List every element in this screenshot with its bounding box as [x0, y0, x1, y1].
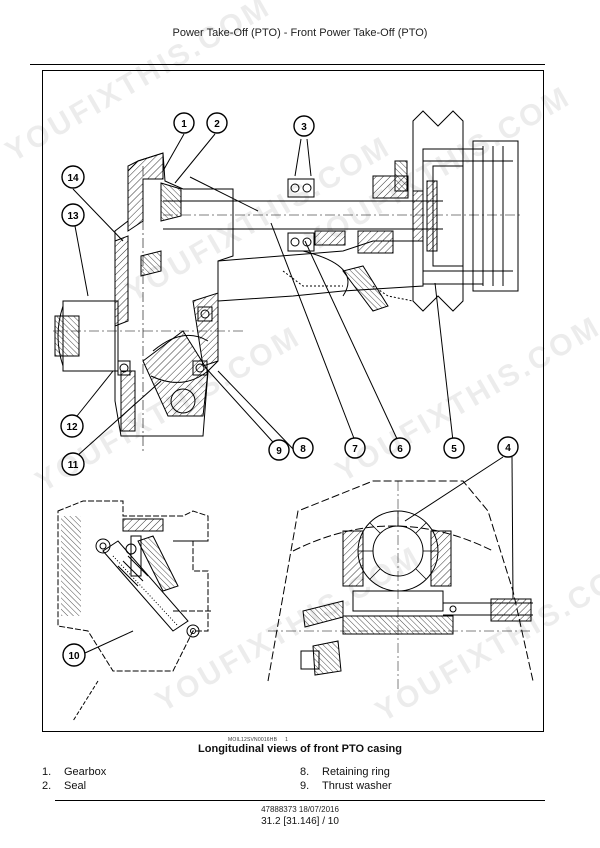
- legend-item-gearbox: 1. Gearbox: [42, 766, 106, 778]
- upper-section-drawing: [53, 110, 523, 451]
- footer-document-id: 47888373 18/07/2016: [261, 805, 339, 814]
- footer-page-number: 31.2 [31.146] / 10: [261, 816, 339, 827]
- technical-drawing: 1 2 3 4 5 6 7 8: [53, 110, 534, 722]
- callout-1: 1: [173, 112, 195, 134]
- callout-8-label: 8: [300, 444, 306, 455]
- callout-12-label: 12: [66, 422, 78, 433]
- page-header-title: Power Take-Off (PTO) - Front Power Take-…: [172, 27, 428, 39]
- leader-lines: [72, 133, 514, 654]
- figure-code-number: 1: [285, 737, 289, 743]
- legend-number: 9.: [300, 780, 310, 792]
- header-rule: [30, 64, 545, 65]
- callout-11: 11: [61, 452, 85, 476]
- callout-12: 12: [60, 414, 84, 438]
- lower-right-drawing: [267, 480, 534, 691]
- lower-left-drawing: [57, 500, 213, 722]
- callout-7: 7: [344, 437, 366, 459]
- figure-code-id: MOIL12SVN0016HB: [228, 737, 278, 743]
- callout-5: 5: [443, 437, 465, 459]
- legend-label: Gearbox: [64, 766, 107, 778]
- callout-11-label: 11: [68, 460, 79, 471]
- legend-item-retaining-ring: 8. Retaining ring: [300, 766, 390, 778]
- callout-5-label: 5: [451, 444, 457, 455]
- callout-3-label: 3: [301, 122, 307, 133]
- callout-10: 10: [62, 643, 86, 667]
- callout-13-label: 13: [67, 211, 79, 222]
- callout-9: 9: [268, 439, 290, 461]
- legend-number: 1.: [42, 766, 52, 778]
- legend-item-seal: 2. Seal: [42, 780, 86, 792]
- callout-14-label: 14: [67, 173, 79, 184]
- callout-14: 14: [61, 165, 85, 189]
- legend-label: Retaining ring: [322, 766, 390, 778]
- callout-7-label: 7: [352, 444, 358, 455]
- footer-rule: [55, 800, 545, 801]
- figure-frame: 1 2 3 4 5 6 7 8: [42, 70, 544, 732]
- legend-number: 2.: [42, 780, 52, 792]
- callout-4: 4: [497, 436, 519, 458]
- callout-6: 6: [389, 437, 411, 459]
- figure-code: MOIL12SVN0016HB 1: [228, 737, 288, 743]
- callout-13: 13: [61, 203, 85, 227]
- callout-8: 8: [292, 437, 314, 459]
- legend-number: 8.: [300, 766, 310, 778]
- legend-label: Seal: [64, 780, 87, 792]
- callout-3: 3: [293, 115, 315, 137]
- callout-4-label: 4: [505, 443, 511, 454]
- callout-2: 2: [206, 112, 228, 134]
- figure-caption: Longitudinal views of front PTO casing: [198, 743, 402, 755]
- legend-label: Thrust washer: [322, 780, 392, 792]
- callout-2-label: 2: [214, 119, 220, 130]
- callout-1-label: 1: [181, 119, 187, 130]
- callout-10-label: 10: [68, 651, 80, 662]
- callout-9-label: 9: [276, 446, 282, 457]
- legend-item-thrust-washer: 9. Thrust washer: [300, 780, 392, 792]
- callout-6-label: 6: [397, 444, 403, 455]
